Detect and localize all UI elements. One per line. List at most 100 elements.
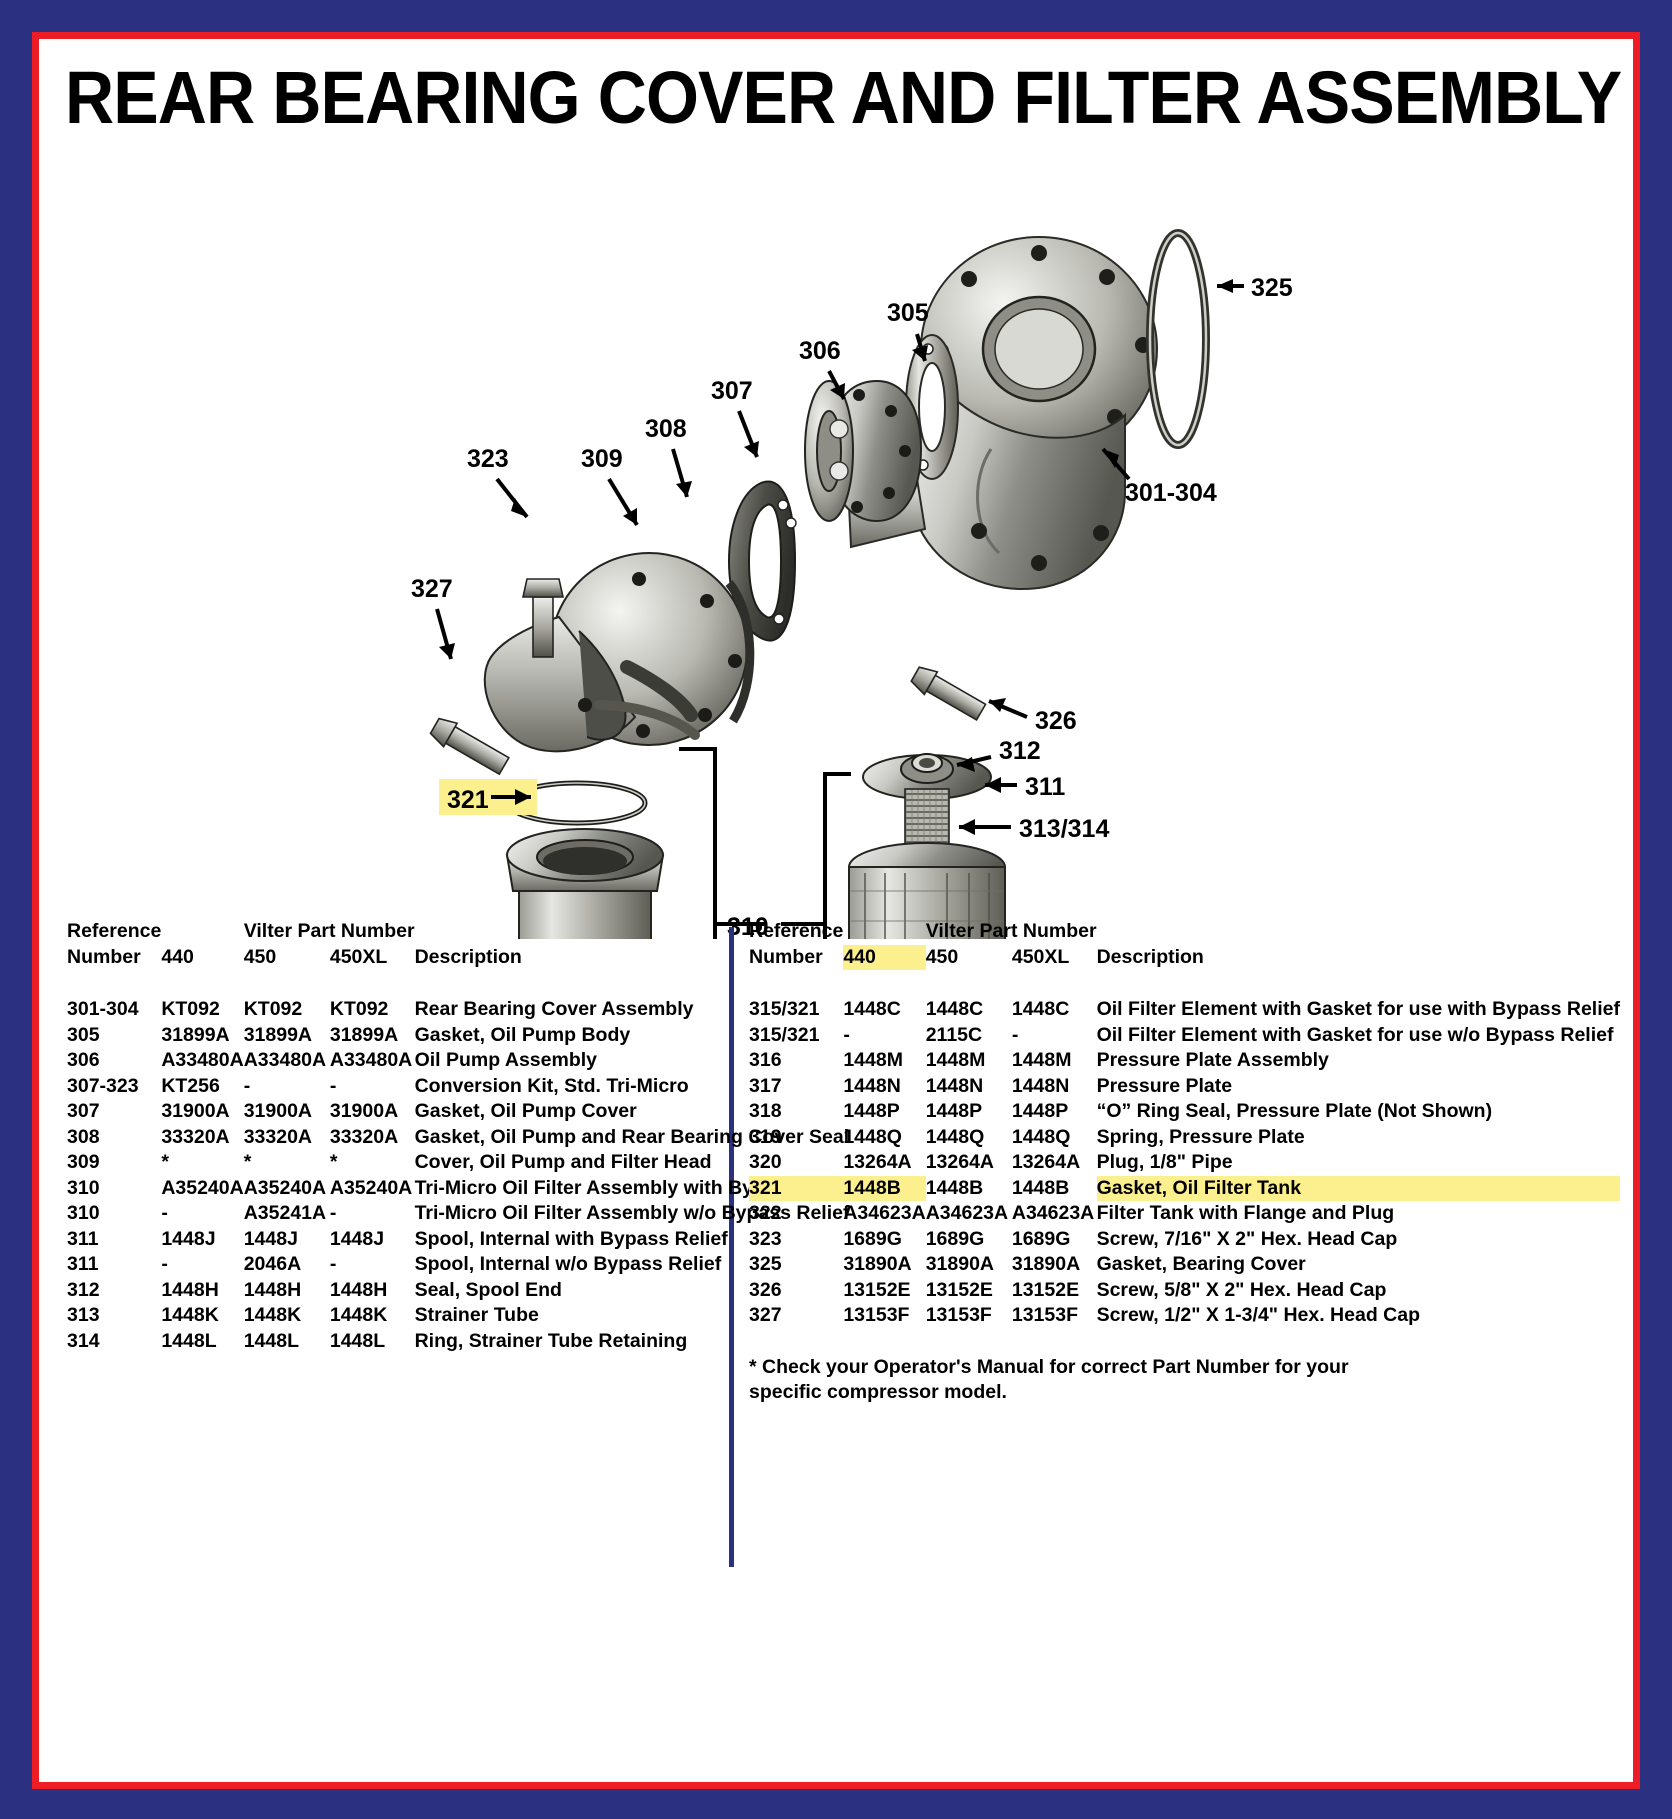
cell-description: Screw, 1/2" X 1-3/4" Hex. Head Cap xyxy=(1096,1304,1420,1326)
callout-305: 305 xyxy=(887,299,929,362)
svg-text:313/314: 313/314 xyxy=(1019,815,1109,843)
part-tri-micro-filter-assembly xyxy=(848,753,1006,939)
cell-part-450xl: 1448Q xyxy=(1011,1125,1071,1148)
cell-part-450: 31890A xyxy=(925,1253,995,1275)
table-row: 311 1448J 1448J 1448J Spool, Internal with B… xyxy=(67,1227,856,1253)
cell-description: Rear Bearing Cover Assembly xyxy=(414,998,694,1020)
callout-308: 308 xyxy=(645,415,692,498)
cell-part-450: 2046A xyxy=(243,1253,302,1275)
cell-part-450xl: 1448J xyxy=(329,1227,385,1250)
svg-text:312: 312 xyxy=(999,737,1041,765)
callout-309: 309 xyxy=(581,445,639,527)
cell-part-440: - xyxy=(161,1253,168,1275)
cell-reference-number: 305 xyxy=(67,1023,100,1046)
svg-text:308: 308 xyxy=(645,415,687,443)
cell-part-440: 31899A xyxy=(161,1023,230,1046)
cell-part-450: 1448Q xyxy=(925,1125,985,1148)
part-screw-327 xyxy=(429,717,510,776)
cell-reference-number: 323 xyxy=(749,1227,782,1250)
cell-reference-number: 306 xyxy=(67,1049,100,1071)
cell-part-440: 1448H xyxy=(161,1278,219,1301)
header-vilter-part-number: Vilter Part Number xyxy=(243,920,415,942)
cell-part-450: 13153F xyxy=(925,1304,992,1326)
callout-327: 327 xyxy=(411,575,455,660)
header-450: 450 xyxy=(925,945,959,968)
cell-part-440: 1448B xyxy=(843,1175,926,1201)
cell-part-450: 1448N xyxy=(925,1074,984,1097)
cell-reference-number: 310 xyxy=(67,1176,100,1199)
cell-description: Ring, Strainer Tube Retaining xyxy=(414,1329,688,1352)
cell-part-450xl: 13153F xyxy=(1011,1304,1078,1326)
cell-description: Gasket, Bearing Cover xyxy=(1096,1253,1306,1275)
part-bearing-cover-gasket xyxy=(1146,229,1210,449)
cell-part-450xl: 1448M xyxy=(1011,1049,1072,1071)
header-reference-line1: Reference xyxy=(749,920,844,942)
part-oil-pump-cover-gasket xyxy=(727,480,797,642)
table-right-header-row-2: Number 440 450 450XL Description xyxy=(749,944,1620,970)
cell-part-450: 1448J xyxy=(243,1227,298,1250)
cell-part-440: 1448C xyxy=(843,998,901,1020)
cell-reference-number: 311 xyxy=(67,1227,99,1250)
cell-part-450: * xyxy=(243,1151,252,1173)
cell-part-440: 13264A xyxy=(843,1151,912,1173)
cell-reference-number: 321 xyxy=(749,1175,844,1201)
cell-part-450: A35241A xyxy=(243,1202,327,1224)
cell-part-450xl: 33320A xyxy=(329,1125,399,1148)
callout-311: 311 xyxy=(985,773,1065,801)
cell-part-440: - xyxy=(843,1023,850,1046)
cell-part-450xl: 1448H xyxy=(329,1278,388,1301)
cell-description: Spool, Internal w/o Bypass Relief xyxy=(414,1253,722,1275)
part-screw-326 xyxy=(910,666,987,722)
header-number: Number xyxy=(67,945,141,968)
cell-description: Tri-Micro Oil Filter Assembly with Bypas… xyxy=(414,1176,856,1199)
table-row: 310-A35241A-Tri-Micro Oil Filter Assembl… xyxy=(67,1201,856,1227)
cell-part-440: 31900A xyxy=(161,1100,230,1122)
part-filter-tank xyxy=(505,828,665,939)
cell-part-450xl: - xyxy=(329,1202,337,1224)
svg-text:326: 326 xyxy=(1035,707,1077,735)
svg-text:325: 325 xyxy=(1251,274,1293,302)
cell-part-440: 1448P xyxy=(843,1100,900,1122)
svg-text:301-304: 301-304 xyxy=(1125,479,1217,507)
cell-description: Spring, Pressure Plate xyxy=(1096,1125,1305,1148)
header-description: Description xyxy=(414,945,522,968)
cell-part-450: 31899A xyxy=(243,1023,313,1046)
cell-part-440: 13152E xyxy=(843,1278,911,1301)
cell-description: Spool, Internal with Bypass Relief xyxy=(414,1227,728,1250)
header-450xl: 450XL xyxy=(1011,945,1070,968)
cell-part-450: 1448H xyxy=(243,1278,302,1301)
cell-part-450: 1448M xyxy=(925,1049,986,1071)
cell-part-440: - xyxy=(161,1202,168,1224)
svg-text:309: 309 xyxy=(581,445,623,473)
cell-part-440: 1448N xyxy=(843,1074,901,1097)
cell-part-440: 1448J xyxy=(161,1227,216,1250)
cell-part-450xl: 1448N xyxy=(1011,1074,1070,1097)
table-left-header-spacer xyxy=(67,970,856,997)
cell-description: Filter Tank with Flange and Plug xyxy=(1096,1202,1395,1224)
cell-description: Seal, Spool End xyxy=(414,1278,562,1301)
table-left-header-row-1: Reference Vilter Part Number xyxy=(67,919,856,945)
cell-part-450xl: 1448P xyxy=(1011,1100,1069,1122)
cell-part-440: A34623A xyxy=(843,1202,926,1224)
cell-part-440: A35240A xyxy=(161,1176,244,1199)
cell-part-450xl: 1448C xyxy=(1011,998,1070,1020)
cell-part-440: A33480A xyxy=(161,1049,244,1071)
cell-description: Gasket, Oil Pump and Rear Bearing Cover … xyxy=(414,1125,850,1148)
exploded-parts-diagram: 325 305 306 xyxy=(39,149,1599,939)
table-left-header-row-2: Number 440 450 450XL Description xyxy=(67,945,856,971)
svg-text:327: 327 xyxy=(411,575,453,603)
table-divider xyxy=(729,927,734,1567)
parts-table-right: Reference Vilter Part Number Number 440 … xyxy=(749,919,1620,1329)
callout-301-304: 301-304 xyxy=(1101,447,1217,507)
header-vilter-part-number: Vilter Part Number xyxy=(925,920,1097,942)
svg-text:307: 307 xyxy=(711,377,753,405)
cell-part-450: 31900A xyxy=(243,1100,313,1122)
